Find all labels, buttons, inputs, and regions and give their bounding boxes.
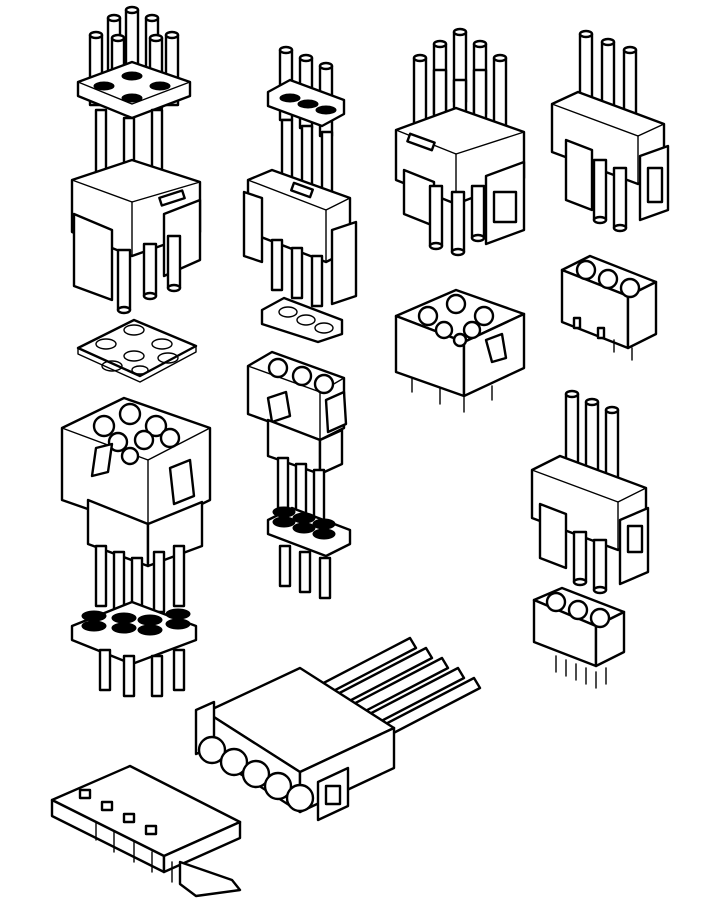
nine-pin-plug-assembly: [70, 5, 202, 315]
nine-pin-mated-assembly: [60, 396, 212, 698]
five-pin-right-angle-header: [50, 764, 242, 898]
five-pin-cable-connector: [194, 636, 482, 822]
three-pin-panel-receptacle: [530, 389, 650, 595]
three-pin-plug-assembly: [242, 45, 358, 308]
nine-pin-receptacle-housing: [394, 27, 526, 257]
three-pin-header-block: [560, 254, 658, 361]
nine-pin-header-block: [394, 288, 526, 413]
three-pin-pcb-header: [532, 586, 626, 689]
three-hole-seal-gasket: [260, 296, 344, 344]
three-pin-receptacle-housing: [550, 29, 670, 233]
three-pin-mated-assembly: [246, 350, 352, 600]
nine-hole-seal-gasket: [76, 318, 198, 383]
